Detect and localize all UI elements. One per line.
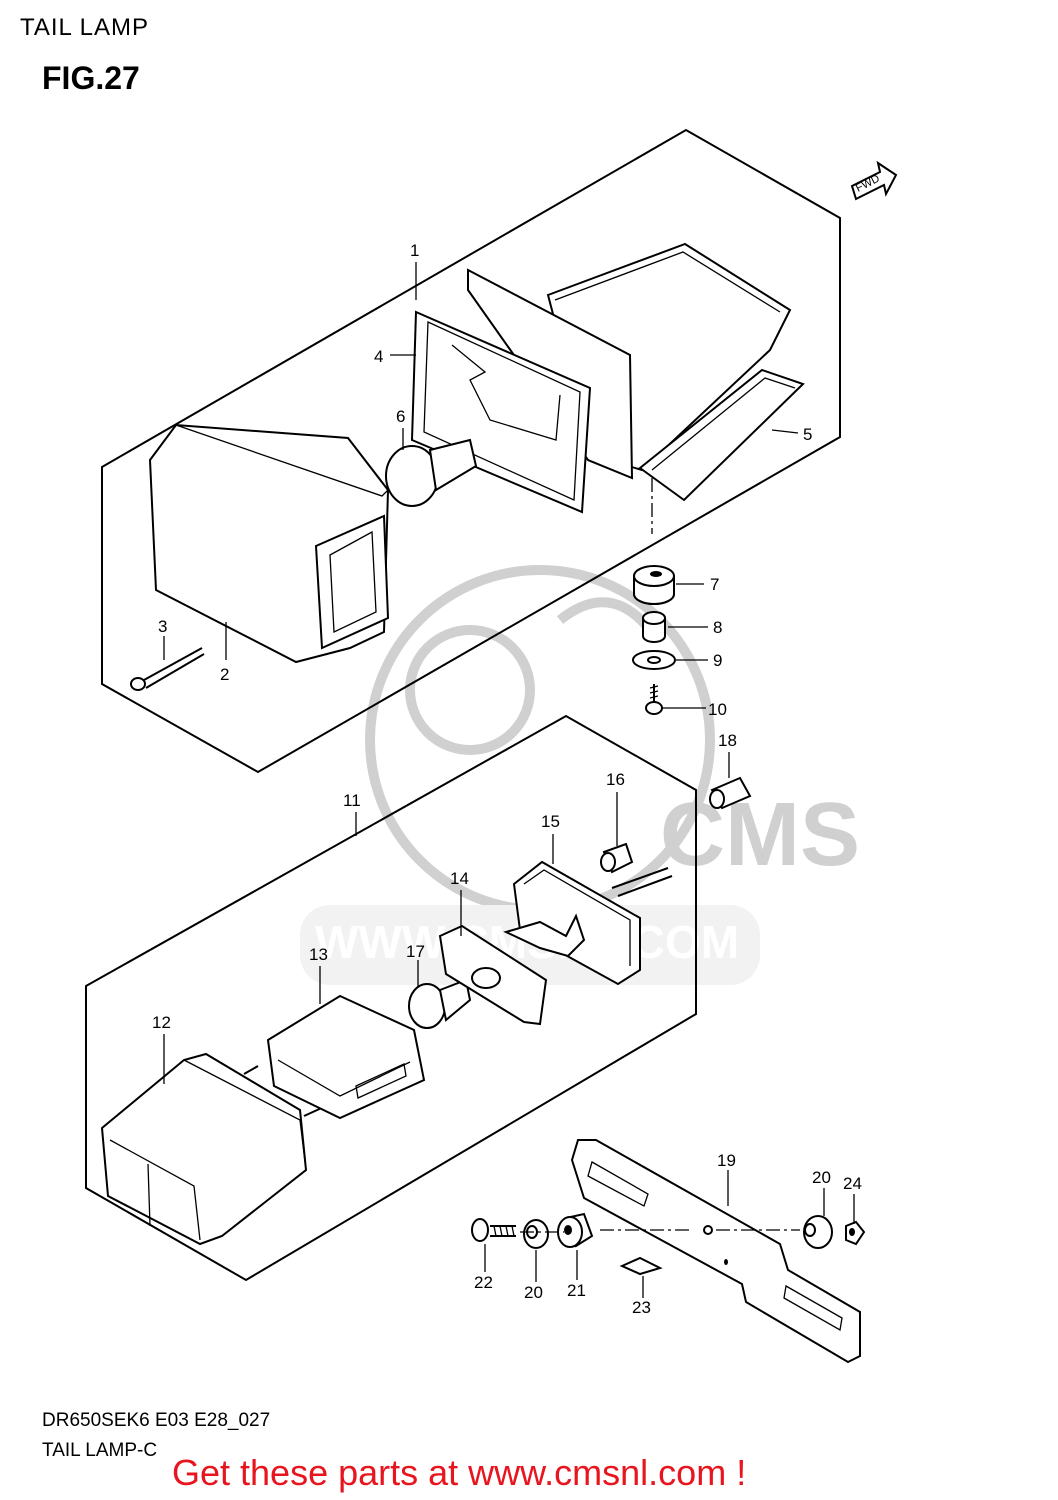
callout-20-right: 20 <box>812 1168 831 1187</box>
part-14-gasket <box>438 924 548 1026</box>
assembly-1-outline <box>101 128 841 774</box>
callout-4: 4 <box>374 347 383 366</box>
callout-12: 12 <box>152 1013 171 1032</box>
fwd-label: FWD <box>854 173 882 195</box>
fwd-arrow: FWD <box>850 160 898 201</box>
callout-13: 13 <box>309 945 328 964</box>
part-13-lens <box>266 994 426 1120</box>
part-12-lamp-body <box>100 1052 327 1246</box>
part-9-washer <box>632 650 676 670</box>
part-8-collar <box>642 611 666 643</box>
callout-19: 19 <box>717 1151 736 1170</box>
part-18-collar <box>709 776 752 810</box>
variant-label: TAIL LAMP-C <box>42 1440 158 1461</box>
part-20-nut-collar <box>803 1215 833 1249</box>
model-code: DR650SEK6 E03 E28_027 <box>42 1410 271 1431</box>
centerline-mount <box>520 478 800 1233</box>
callout-5: 5 <box>803 425 812 444</box>
part-17-bulb <box>408 978 472 1029</box>
watermark: CMS WWW.CMSNL.COM <box>300 565 860 985</box>
part-2-lens <box>148 423 390 664</box>
callout-9: 9 <box>713 651 722 670</box>
callout-21: 21 <box>567 1281 586 1300</box>
callout-11: 11 <box>343 791 361 810</box>
part-4-gasket <box>410 268 634 514</box>
callout-7: 7 <box>710 575 719 594</box>
callout-6: 6 <box>396 407 405 426</box>
callout-15: 15 <box>541 812 560 831</box>
shop-link[interactable]: Get these parts at www.cmsnl.com ! <box>172 1452 747 1493</box>
callout-10: 10 <box>708 700 727 719</box>
part-3-screw <box>130 647 205 691</box>
callout-24: 24 <box>843 1174 862 1193</box>
part-6-bulb <box>385 438 478 507</box>
part-19-bracket <box>570 1139 861 1364</box>
callout-17: 17 <box>406 942 425 961</box>
callout-1: 1 <box>410 241 419 260</box>
part-20-collar <box>523 1219 549 1249</box>
callout-2: 2 <box>220 665 229 684</box>
callout-8: 8 <box>713 618 722 637</box>
watermark-brand: CMS <box>660 785 860 885</box>
callout-18: 18 <box>718 731 737 750</box>
callout-23: 23 <box>632 1298 651 1317</box>
section-title: TAIL LAMP <box>20 14 150 41</box>
part-7-grommet <box>633 565 675 605</box>
part-24-nut <box>845 1220 866 1246</box>
leader-lines <box>163 262 855 1298</box>
callout-20-left: 20 <box>524 1283 543 1302</box>
callout-3: 3 <box>158 617 167 636</box>
callout-16: 16 <box>606 770 625 789</box>
assembly-11-outline <box>85 714 697 1282</box>
callout-22: 22 <box>474 1273 493 1292</box>
part-15-housing <box>503 860 673 986</box>
figure-number: FIG.27 <box>42 60 140 96</box>
part-23-clip <box>619 1256 663 1276</box>
part-22-bolt <box>471 1218 516 1242</box>
part-10-screw <box>645 684 663 715</box>
part-21-rubber-mount <box>557 1212 594 1248</box>
part-16-grommet <box>600 842 634 874</box>
callout-14: 14 <box>450 869 469 888</box>
